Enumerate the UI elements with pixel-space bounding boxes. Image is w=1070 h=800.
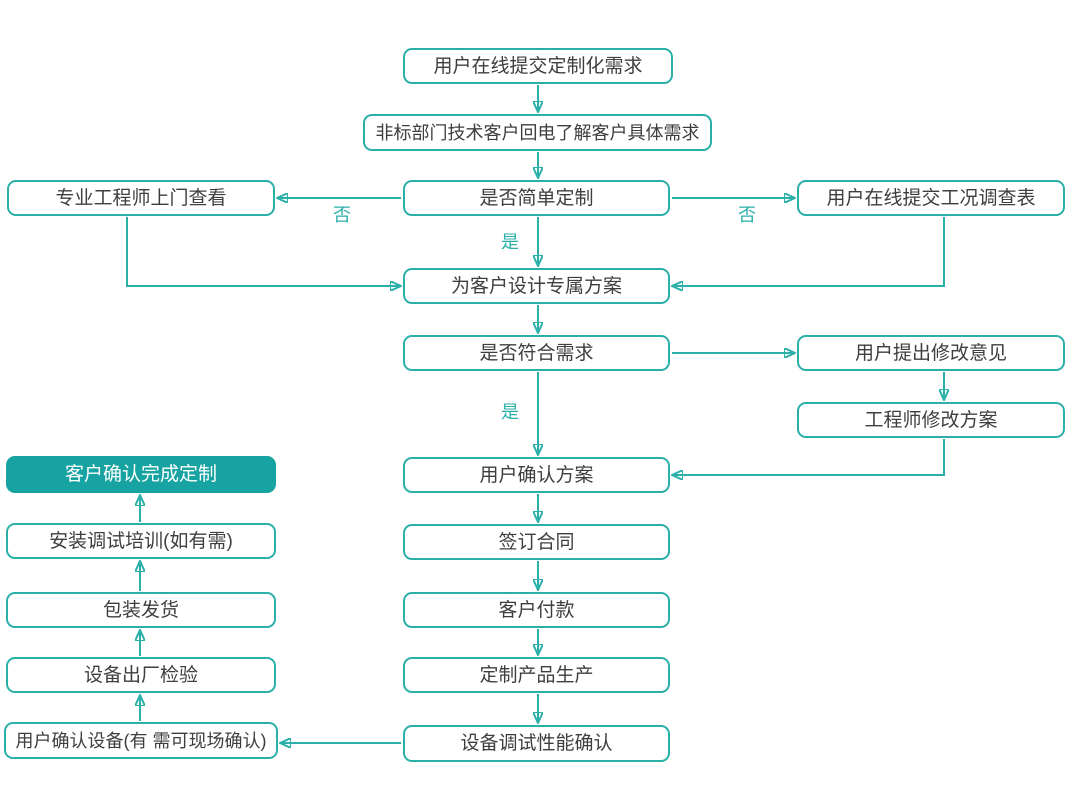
node-debug-confirm: 设备调试性能确认	[403, 725, 670, 762]
node-design-plan: 为客户设计专属方案	[403, 268, 670, 304]
connector-revise-to-confirmplan	[673, 439, 945, 475]
node-is-simple-custom: 是否简单定制	[403, 180, 670, 216]
node-callback: 非标部门技术客户回电了解客户具体需求	[363, 114, 712, 151]
node-feedback: 用户提出修改意见	[797, 335, 1065, 371]
node-engineer-revise: 工程师修改方案	[797, 402, 1065, 438]
node-packing-shipping: 包装发货	[6, 592, 276, 628]
connector-survey-to-design	[673, 217, 945, 286]
node-custom-complete: 客户确认完成定制	[6, 456, 276, 493]
node-meets-needs: 是否符合需求	[403, 335, 670, 371]
node-factory-inspection: 设备出厂检验	[6, 657, 276, 693]
connector-visit-to-design	[126, 217, 400, 286]
node-sign-contract: 签订合同	[403, 524, 670, 560]
edge-label-yes-lower: 是	[501, 402, 519, 422]
edge-label-no-right: 否	[738, 205, 756, 225]
node-production: 定制产品生产	[403, 657, 670, 693]
node-engineer-visit: 专业工程师上门查看	[7, 180, 275, 216]
node-submit-request: 用户在线提交定制化需求	[403, 48, 673, 84]
edge-label-no-left: 否	[333, 205, 351, 225]
edge-label-yes-upper: 是	[501, 232, 519, 252]
node-submit-survey: 用户在线提交工况调查表	[797, 180, 1065, 216]
node-user-confirm-device: 用户确认设备(有 需可现场确认)	[4, 722, 278, 759]
node-payment: 客户付款	[403, 592, 670, 628]
node-confirm-plan: 用户确认方案	[403, 457, 670, 493]
node-install-training: 安装调试培训(如有需)	[6, 523, 276, 559]
